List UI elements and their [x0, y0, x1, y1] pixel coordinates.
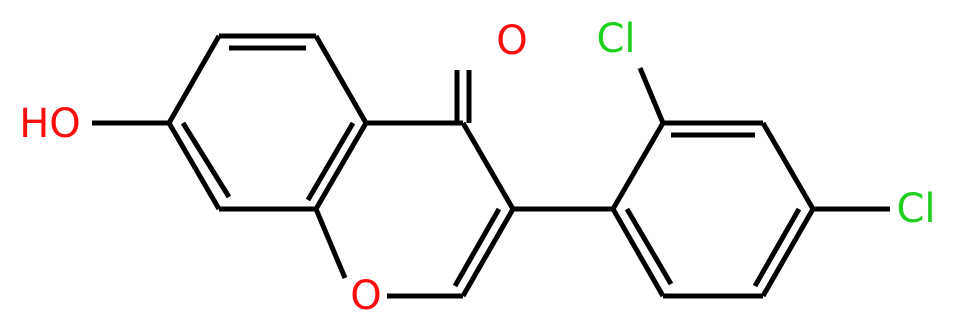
bond	[452, 207, 502, 288]
bond	[313, 121, 369, 211]
bond	[760, 207, 816, 298]
bond	[760, 121, 816, 211]
bond	[460, 207, 516, 298]
bond	[610, 121, 666, 211]
bond	[313, 208, 348, 279]
bond	[180, 121, 232, 199]
bond	[752, 207, 802, 288]
bond	[610, 207, 666, 298]
ring-oxygen-label: O	[350, 273, 381, 319]
bond	[305, 121, 356, 202]
chlorine-ortho-label: Cl	[596, 16, 635, 62]
bond	[166, 121, 222, 211]
hydroxyl-label: HO	[19, 101, 81, 147]
bond	[624, 207, 674, 286]
bond	[460, 121, 516, 211]
bond	[637, 67, 666, 124]
atom-labels: O HO O Cl Cl	[19, 16, 935, 319]
bond	[313, 34, 369, 125]
bonds	[92, 33, 890, 299]
bond	[166, 34, 222, 125]
chlorine-para-label: Cl	[896, 186, 935, 232]
ketone-oxygen-label: O	[496, 18, 527, 64]
